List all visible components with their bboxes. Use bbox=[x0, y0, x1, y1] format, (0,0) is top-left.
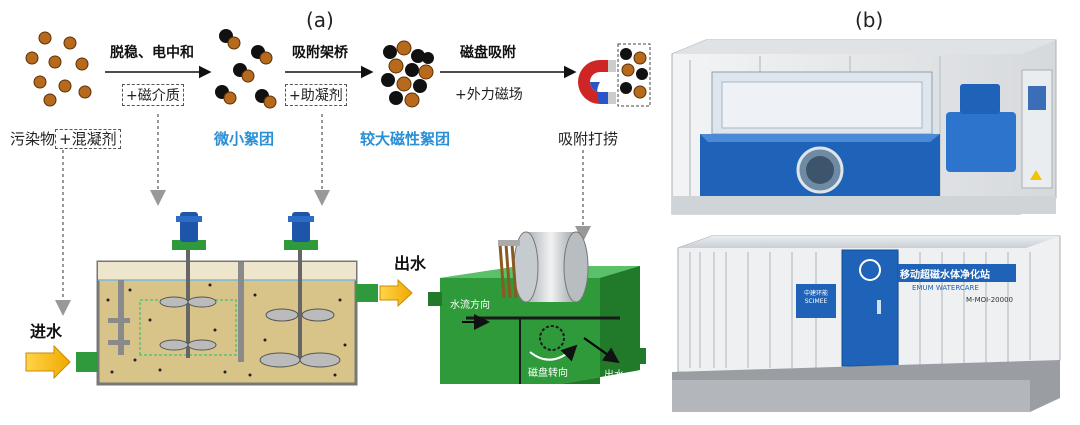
flow-direction-label: 水流方向 bbox=[450, 300, 490, 311]
outlet-label-separator: 出水 bbox=[604, 370, 624, 381]
step1-additive: +磁介质 bbox=[122, 84, 184, 106]
outlet-arrow bbox=[379, 278, 413, 308]
step2-additive: +助凝剂 bbox=[285, 84, 347, 106]
magnetic-disc-separator bbox=[428, 231, 646, 384]
stage2-label: 微小絮团 bbox=[214, 130, 275, 148]
step3-additive: +外力磁场 bbox=[455, 87, 523, 103]
particle-group-micro-floc bbox=[215, 29, 277, 109]
inlet-label: 进水 bbox=[30, 322, 63, 341]
step3-label: 磁盘吸附 bbox=[460, 45, 516, 61]
step2-label: 吸附架桥 bbox=[292, 45, 348, 61]
particle-group-pollutants bbox=[25, 31, 92, 107]
particle-group-adsorbed bbox=[620, 48, 648, 99]
mixing-tank bbox=[76, 212, 378, 386]
disc-rotation-label: 磁盘转向 bbox=[528, 368, 568, 379]
stage4-label: 吸附打捞 bbox=[558, 130, 619, 148]
container-brand-plate: 中建环能 SCIMEE bbox=[803, 290, 828, 305]
stage1-pollutant: 污染物 bbox=[10, 130, 56, 148]
stage1-label: 污染物+混凝剂 bbox=[10, 128, 121, 149]
container-sign-main: 移动超磁水体净化站 bbox=[900, 270, 990, 281]
particle-group-magnetic-floc bbox=[381, 40, 434, 108]
stage3-label: 较大磁性絮团 bbox=[360, 130, 451, 148]
outlet-label-top: 出水 bbox=[394, 254, 427, 273]
panel-label-b: (b) bbox=[855, 8, 884, 32]
container-sign-sub: EMUM WATERCARE bbox=[912, 284, 979, 292]
container-model-number: M-MOI-20000 bbox=[966, 296, 1013, 304]
panel-label-a: (a) bbox=[306, 8, 334, 32]
magnet-icon bbox=[578, 60, 616, 104]
step1-label: 脱稳、电中和 bbox=[110, 45, 194, 61]
container-cutaway bbox=[671, 39, 1057, 215]
inlet-arrow bbox=[25, 344, 71, 380]
container-exterior bbox=[672, 235, 1061, 412]
stage1-coagulant: +混凝剂 bbox=[55, 129, 121, 149]
adsorption-box bbox=[617, 43, 651, 107]
